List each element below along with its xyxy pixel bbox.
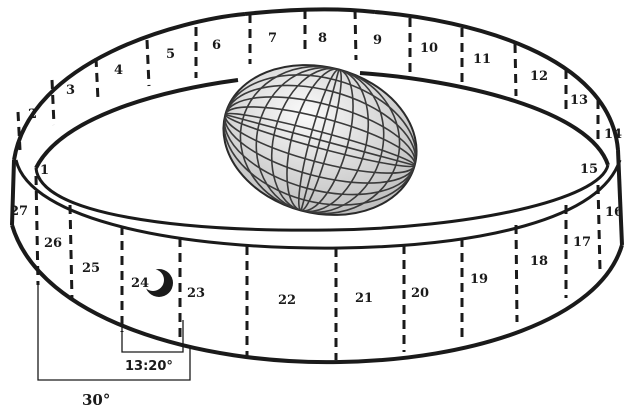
sector-label-7: 7	[268, 31, 277, 46]
sector-label-6: 6	[212, 38, 221, 53]
sector-label-21: 21	[355, 291, 373, 306]
moon-sector-angle-label: 13:20°	[125, 359, 173, 374]
ring-top-rim-left	[14, 14, 245, 160]
sector-label-24: 24	[131, 276, 149, 291]
sector-label-12: 12	[530, 69, 548, 84]
sector-label-16: 16	[605, 205, 623, 220]
earth-globe	[206, 44, 433, 236]
sector-label-1: 1	[40, 163, 49, 178]
sector-label-26: 26	[44, 236, 62, 251]
sector-angle-label: 30°	[82, 391, 110, 409]
sector-label-14: 14	[604, 127, 622, 142]
sector-label-15: 15	[580, 162, 598, 177]
sector-label-23: 23	[187, 286, 205, 301]
sector-label-4: 4	[114, 63, 123, 78]
sector-label-3: 3	[66, 83, 75, 98]
sector-label-20: 20	[411, 286, 429, 301]
sector-label-11: 11	[473, 52, 491, 67]
ring-right-edge	[618, 150, 622, 245]
sector-label-27: 27	[10, 204, 28, 219]
sector-label-22: 22	[278, 293, 296, 308]
sector-label-18: 18	[530, 254, 548, 269]
sector-label-17: 17	[573, 235, 591, 250]
sector-label-10: 10	[420, 41, 438, 56]
sector-label-5: 5	[166, 47, 175, 62]
sector-label-8: 8	[318, 31, 327, 46]
ring-front-bottom-rim	[12, 225, 622, 362]
sector-label-25: 25	[82, 261, 100, 276]
sector-label-13: 13	[570, 93, 588, 108]
sector-label-2: 2	[28, 107, 37, 122]
sector-label-19: 19	[470, 272, 488, 287]
sector-label-9: 9	[373, 33, 382, 48]
